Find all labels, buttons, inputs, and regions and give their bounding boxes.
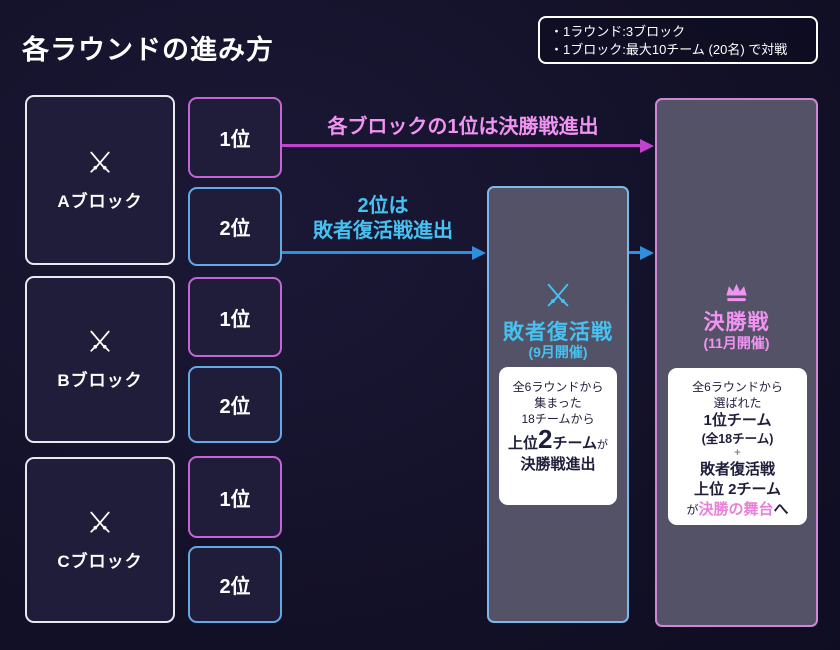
second-place-arrow-label-line1: 2位は xyxy=(357,195,409,217)
rank2-label: 2位 xyxy=(219,396,251,418)
loser-to-final-arrow-line xyxy=(629,251,641,254)
round-info-line-2: ・1ブロック:最大10チーム (20名) で対戦 xyxy=(550,42,788,57)
block-c-rank2-box: 2位 xyxy=(188,546,282,623)
second-place-arrow-label: 2位は 敗者復活戦進出 xyxy=(283,194,483,244)
block-a-rank1-box: 1位 xyxy=(188,97,282,178)
block-a-box: Aブロック xyxy=(25,95,175,265)
second-place-arrowhead-icon xyxy=(472,246,486,260)
loser-card-line3: 18チームから xyxy=(521,412,595,426)
block-b-label: Bブロック xyxy=(57,371,143,390)
loser-card-line2: 集まった xyxy=(534,396,582,410)
final-panel: 決勝戦 (11月開催) 全6ラウンドから 選ばれた 1位チーム (全18チーム)… xyxy=(655,98,818,627)
final-card-line3: 1位チーム xyxy=(703,412,772,429)
loser-bracket-schedule: (9月開催) xyxy=(528,344,588,360)
final-title: 決勝戦 xyxy=(703,311,770,334)
final-card-line7-highlight: 決勝の舞台 xyxy=(698,501,774,518)
loser-card-line4: 上位2チームが xyxy=(499,426,617,455)
final-schedule: (11月開催) xyxy=(703,335,770,351)
block-b-rank1-box: 1位 xyxy=(188,277,282,357)
final-card: 全6ラウンドから 選ばれた 1位チーム (全18チーム) + 敗者復活戦 上位 … xyxy=(668,368,807,525)
crown-icon xyxy=(657,282,816,304)
first-place-arrowhead-icon xyxy=(640,139,654,153)
rank2-label: 2位 xyxy=(219,218,251,240)
round-info-line-1: ・1ラウンド:3ブロック xyxy=(550,24,686,39)
loser-card-line4-particle: が xyxy=(597,439,609,451)
loser-card-line4-suffix: チーム xyxy=(552,435,598,452)
final-card-plus: + xyxy=(734,447,741,459)
block-c-box: Cブロック xyxy=(25,457,175,623)
rank1-label: 1位 xyxy=(219,129,251,151)
final-card-line7: が決勝の舞台へ xyxy=(668,500,807,520)
crossed-swords-icon xyxy=(86,149,114,182)
loser-bracket-title: 敗者復活戦 xyxy=(503,321,613,344)
crossed-swords-icon xyxy=(86,328,114,361)
final-card-line7-particle: が xyxy=(686,503,699,517)
loser-bracket-card: 全6ラウンドから 集まった 18チームから 上位2チームが 決勝戦進出 xyxy=(499,367,617,505)
first-place-arrow-label: 各ブロックの1位は決勝戦進出 xyxy=(327,116,599,138)
loser-bracket-panel: 敗者復活戦 (9月開催) 全6ラウンドから 集まった 18チームから 上位2チー… xyxy=(487,186,629,623)
final-card-line4: (全18チーム) xyxy=(701,432,774,446)
rank1-label: 1位 xyxy=(219,308,251,331)
final-card-line2: 選ばれた xyxy=(713,396,762,410)
crossed-swords-icon xyxy=(489,281,627,311)
block-c-rank1-box: 1位 xyxy=(188,456,282,538)
loser-card-line1: 全6ラウンドから xyxy=(512,380,604,394)
second-place-arrow-label-line2: 敗者復活戦進出 xyxy=(313,220,453,242)
loser-card-line4-number: 2 xyxy=(537,424,553,454)
final-card-line7-suffix: へ xyxy=(773,501,789,518)
first-place-arrow-line xyxy=(282,144,641,147)
loser-card-line4-prefix: 上位 xyxy=(507,435,538,452)
round-info-box: ・1ラウンド:3ブロック ・1ブロック:最大10チーム (20名) で対戦 xyxy=(538,16,818,64)
loser-card-line5: 決勝戦進出 xyxy=(520,456,596,473)
loser-to-final-arrowhead-icon xyxy=(640,246,654,260)
rank1-label: 1位 xyxy=(219,488,251,511)
page-title: 各ラウンドの進み方 xyxy=(22,35,274,65)
block-b-rank2-box: 2位 xyxy=(188,366,282,443)
block-c-label: Cブロック xyxy=(57,551,143,571)
final-card-line6: 上位 2チーム xyxy=(693,481,782,498)
second-place-arrow-line xyxy=(282,251,473,254)
rank2-label: 2位 xyxy=(219,576,251,598)
crossed-swords-icon xyxy=(86,509,114,542)
final-card-line1: 全6ラウンドから xyxy=(692,380,783,394)
final-card-line5: 敗者復活戦 xyxy=(699,461,775,478)
block-a-label: Aブロック xyxy=(57,191,143,211)
block-a-rank2-box: 2位 xyxy=(188,187,282,266)
block-b-box: Bブロック xyxy=(25,276,175,443)
